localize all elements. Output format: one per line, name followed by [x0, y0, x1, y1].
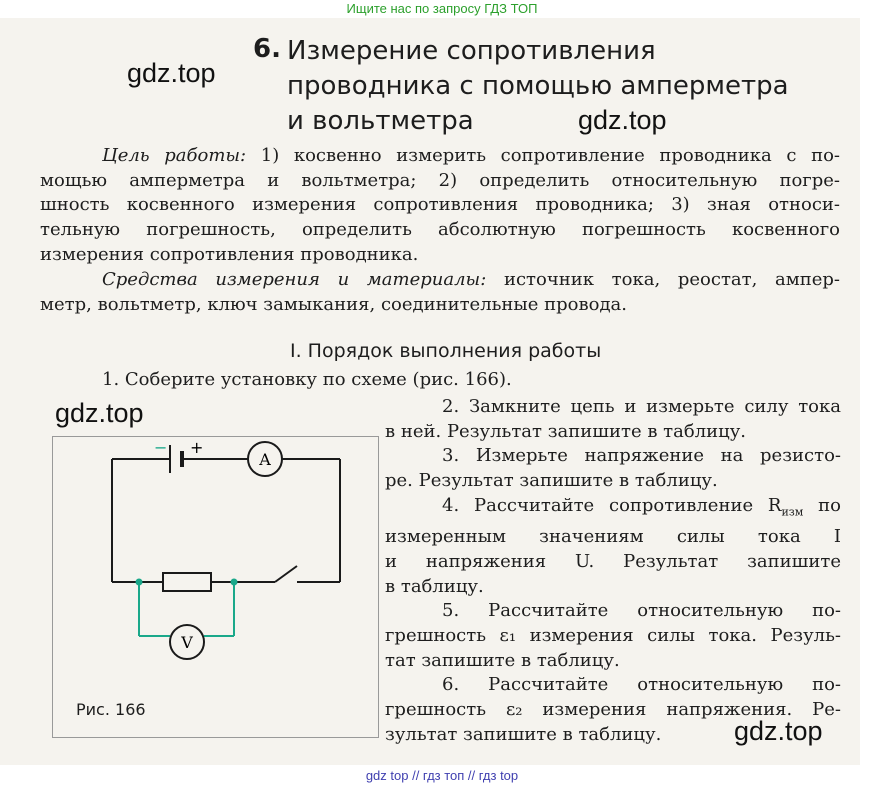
step-text: зультат запишите в таблицу. [385, 723, 662, 745]
goal-text: тельную погрешность, определить абсолютн… [40, 219, 840, 241]
materials-text: метр, вольтметр, ключ замыкания, соедини… [40, 293, 627, 315]
figure-caption: Рис. 166 [76, 700, 146, 719]
title-line: Измерение сопротивления [287, 36, 656, 66]
ammeter-label: A [258, 450, 271, 469]
step-text: в ней. Результат запишите в таблицу. [385, 420, 747, 442]
materials-text: источник тока, реостат, ампер- [486, 269, 840, 290]
step-text: измеренным значениям силы тока I [385, 526, 841, 548]
resistor [162, 572, 212, 592]
goal-text: шность косвенного измерения сопротивлени… [40, 194, 840, 216]
step-text: 6. Рассчитайте относительную по- [442, 674, 841, 696]
goal-text: 1) косвенно измерить сопротивление прово… [246, 145, 840, 166]
top-banner: Ищите нас по запросу ГДЗ ТОП [346, 1, 538, 16]
bottom-banner: gdz top // гдз топ // гдз top [365, 768, 519, 783]
voltmeter-label: V [180, 633, 193, 652]
steps-column: 2. Замкните цепь и измерьте силу тока в … [385, 395, 841, 747]
minus-sign: − [154, 438, 167, 457]
junction-dot [135, 578, 143, 586]
step-4-line: 4. Рассчитайте сопротивление Rизм по [385, 494, 841, 525]
materials-label: Средства измерения и материалы: [102, 269, 487, 290]
step-subscript: изм [781, 505, 804, 519]
circuit-diagram: − + A V [111, 438, 341, 660]
step-1: 1. Соберите установку по схеме (рис. 166… [102, 369, 512, 390]
step-text: и напряжения U. Результат запишите [385, 550, 841, 572]
step-text: в таблицу. [385, 575, 484, 597]
step-text: 3. Измерьте напряжение на резисто- [442, 445, 841, 467]
switch-blade [274, 565, 298, 583]
step-text: по [803, 494, 842, 516]
watermark: gdz.top [55, 398, 144, 428]
goal-paragraph: Цель работы: 1) косвенно измерить сопрот… [40, 144, 840, 268]
voltmeter-circle [169, 624, 205, 660]
materials-paragraph: Средства измерения и материалы: источник… [40, 268, 840, 317]
title-line: проводника с помощью амперметра [287, 71, 789, 101]
step-text: 5. Рассчитайте относительную по- [442, 600, 841, 622]
goal-label: Цель работы: [102, 145, 247, 166]
watermark: gdz.top [578, 105, 667, 135]
ammeter-circle [247, 441, 283, 477]
goal-text: измерения сопротивления проводника. [40, 243, 419, 265]
title-number: 6. [253, 34, 281, 64]
figure-166: − + A V [52, 436, 379, 738]
step-text: тат запишите в таблицу. [385, 649, 620, 671]
title-line: и вольтметра [287, 106, 474, 136]
section-heading: I. Порядок выполнения работы [290, 340, 602, 362]
step-text: 2. Замкните цепь и измерьте силу тока [442, 396, 841, 417]
step-text: ре. Результат запишите в таблицу. [385, 470, 718, 492]
step-text: 4. Рассчитайте сопротивление R [442, 494, 782, 516]
junction-dot [230, 578, 238, 586]
watermark: gdz.top [734, 716, 823, 746]
watermark: gdz.top [127, 58, 216, 88]
goal-text: мощью амперметра и вольтметра; 2) опреде… [40, 169, 840, 191]
step-text: грешность ε₂ измерения напряжения. Ре- [385, 699, 841, 721]
step-text: грешность ε₁ измерения силы тока. Резуль… [385, 624, 841, 646]
plus-sign: + [190, 438, 203, 457]
